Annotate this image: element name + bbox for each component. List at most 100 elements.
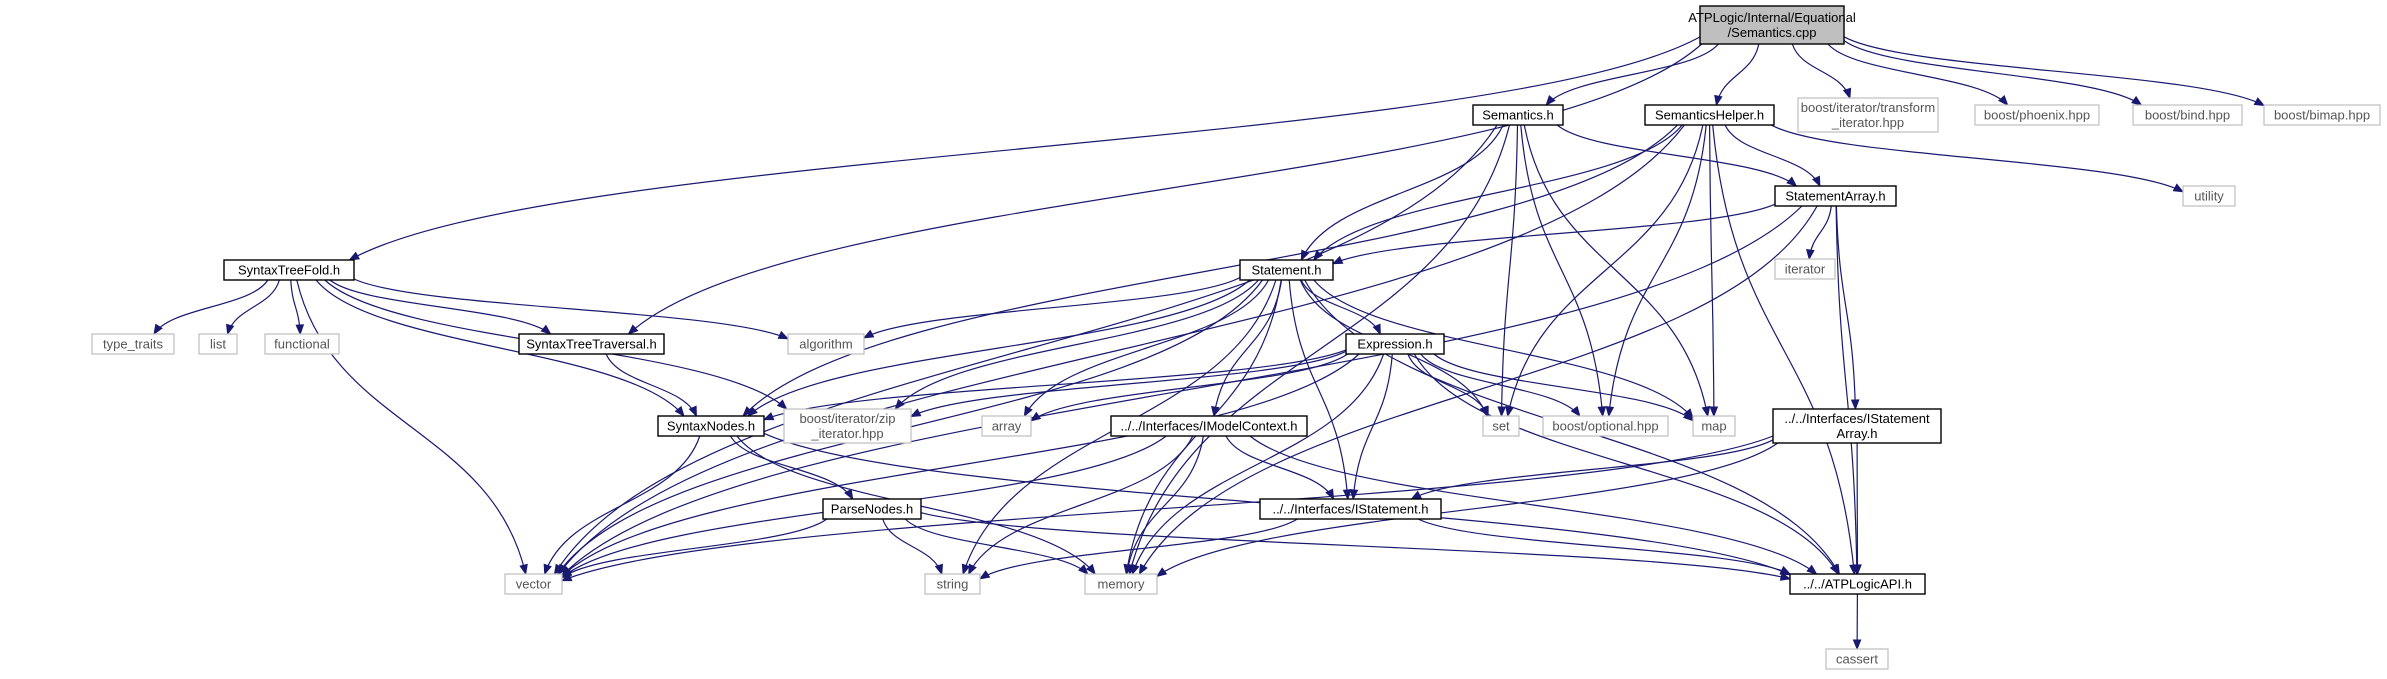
- edge-expression_h-to-syntaxnodes_h: [763, 349, 1347, 421]
- node-parsenodes_h[interactable]: ParseNodes.h: [822, 498, 922, 520]
- node-box-memory: [1084, 573, 1158, 595]
- edge-root-to-bind: [1843, 40, 2142, 106]
- node-atplogicapi_h[interactable]: ../../ATPLogicAPI.h: [1789, 573, 1926, 595]
- node-map: map: [1692, 415, 1736, 437]
- node-transform_it: boost/iterator/transform_iterator.hpp: [1797, 97, 1939, 133]
- arrowhead-expression_h-to-optional: [1570, 405, 1581, 418]
- arrowhead-statement_h-to-algorithm: [862, 329, 875, 339]
- node-box-parsenodes_h[interactable]: [822, 498, 922, 520]
- node-box-zip_it: [783, 408, 912, 444]
- node-label-string-line-0: string: [937, 577, 969, 592]
- edge-treefold_h-to-algorithm: [353, 278, 789, 340]
- edge-expression_h-to-zip_it: [910, 350, 1347, 418]
- arrowhead-statement_h-to-array: [1023, 405, 1033, 418]
- node-set: set: [1482, 415, 1520, 437]
- node-box-semhelper_h[interactable]: [1644, 104, 1775, 126]
- node-label-type_traits-line-0: type_traits: [103, 337, 163, 352]
- node-label-bind-line-0: boost/bind.hpp: [2145, 108, 2230, 123]
- node-box-expression_h[interactable]: [1345, 333, 1445, 355]
- node-box-imodelctx_h[interactable]: [1110, 415, 1308, 437]
- edge-stmtarray_h-to-atplogicapi_h: [1835, 205, 1858, 575]
- node-label-bimap-line-0: boost/bimap.hpp: [2274, 108, 2370, 123]
- edge-istmtarray_h-to-istatement_h: [1411, 439, 1774, 500]
- node-semhelper_h[interactable]: SemanticsHelper.h: [1644, 104, 1775, 126]
- node-box-statement_h[interactable]: [1239, 259, 1334, 281]
- node-box-istatement_h[interactable]: [1259, 498, 1442, 520]
- edge-statement_h-to-imodelctx_h: [1213, 279, 1283, 417]
- edge-semantics_h-to-stmtarray_h: [1556, 124, 1797, 187]
- node-label-istatement_h-line-0: ../../Interfaces/IStatement.h: [1272, 502, 1428, 517]
- edge-treefold_h-to-type_traits: [153, 279, 269, 335]
- node-box-semantics_h[interactable]: [1472, 104, 1564, 126]
- node-root[interactable]: ATPLogic/Internal/Equational/Semantics.c…: [1688, 5, 1856, 45]
- node-syntaxnodes_h[interactable]: SyntaxNodes.h: [657, 415, 765, 437]
- node-statement_h[interactable]: Statement.h: [1239, 259, 1334, 281]
- node-box-treefold_h[interactable]: [223, 259, 355, 281]
- node-label-syntaxnodes_h-line-0: SyntaxNodes.h: [667, 419, 755, 434]
- arrowhead-treefold_h-to-syntaxnodes_h: [674, 405, 685, 418]
- edge-statement_h-to-syntaxnodes_h: [747, 279, 1251, 417]
- arrowhead-imodelctx_h-to-string: [968, 563, 977, 576]
- node-label-phoenix-line-0: boost/phoenix.hpp: [1984, 108, 2090, 123]
- arrowhead-syntaxnodes_h-to-parsenodes_h: [844, 488, 854, 501]
- node-istatement_h[interactable]: ../../Interfaces/IStatement.h: [1259, 498, 1442, 520]
- arrowhead-root-to-phoenix: [1998, 95, 2009, 107]
- node-treefold_h[interactable]: SyntaxTreeFold.h: [223, 259, 355, 281]
- arrowhead-semantics_h-to-optional: [1597, 406, 1607, 418]
- arrowhead-syntaxnodes_h-to-memory: [1085, 563, 1096, 576]
- arrowhead-syntaxnodes_h-to-vector: [543, 563, 552, 576]
- node-label-treefold_h-line-0: SyntaxTreeFold.h: [238, 263, 340, 278]
- node-box-stmtarray_h[interactable]: [1774, 185, 1897, 207]
- node-box-atplogicapi_h[interactable]: [1789, 573, 1926, 595]
- edge-root-to-treefold_h: [349, 36, 1701, 261]
- node-label-atplogicapi_h-line-0: ../../ATPLogicAPI.h: [1803, 577, 1912, 592]
- arrowhead-root-to-semantics_h: [1545, 94, 1556, 107]
- edge-treefold_h-to-list: [227, 279, 280, 335]
- node-label-algorithm-line-0: algorithm: [799, 337, 852, 352]
- node-box-functional: [264, 333, 340, 355]
- arrowhead-stmtarray_h-to-memory: [1138, 563, 1148, 576]
- arrowhead-istatement_h-to-string: [978, 570, 991, 580]
- edge-statement_h-to-expression_h: [1300, 279, 1381, 335]
- edge-statement_h-to-map: [1313, 279, 1694, 419]
- edge-expression_h-to-array: [1030, 353, 1348, 422]
- edge-imodelctx_h-to-atplogicapi_h: [1249, 435, 1817, 575]
- node-string: string: [924, 573, 981, 595]
- arrowhead-semhelper_h-to-map: [1709, 406, 1719, 418]
- node-label-functional-line-0: functional: [274, 337, 330, 352]
- arrowhead-expression_h-to-map: [1682, 411, 1695, 422]
- edge-syntaxnodes_h-to-vector: [544, 435, 701, 575]
- node-semantics_h[interactable]: Semantics.h: [1472, 104, 1564, 126]
- node-memory: memory: [1084, 573, 1158, 595]
- edge-semantics_h-to-memory: [1128, 124, 1511, 575]
- arrowhead-traversal_h-to-syntaxnodes_h: [688, 405, 697, 418]
- node-box-syntaxnodes_h[interactable]: [657, 415, 765, 437]
- edge-statement_h-to-algorithm: [863, 276, 1241, 339]
- node-box-istmtarray_h[interactable]: [1772, 408, 1942, 444]
- node-type_traits: type_traits: [91, 333, 175, 355]
- arrowhead-expression_h-to-zip_it: [909, 408, 922, 418]
- node-list: list: [198, 333, 238, 355]
- node-traversal_h[interactable]: SyntaxTreeTraversal.h: [518, 333, 665, 355]
- node-box-bimap: [2263, 104, 2381, 126]
- node-vector: vector: [504, 573, 563, 595]
- node-label-transform_it-line-1: _iterator.hpp: [1831, 115, 1904, 130]
- edge-istatement_h-to-string: [979, 518, 1298, 580]
- arrowhead-semhelper_h-to-set: [1505, 405, 1514, 418]
- arrowhead-statement_h-to-zip_it: [894, 398, 905, 411]
- node-label-memory-line-0: memory: [1098, 577, 1145, 592]
- edge-semantics_h-to-vector: [553, 124, 1498, 575]
- edge-semantics_h-to-set: [1500, 124, 1519, 417]
- node-imodelctx_h[interactable]: ../../Interfaces/IModelContext.h: [1110, 415, 1308, 437]
- arrowhead-istmtarray_h-to-memory: [1155, 567, 1168, 578]
- node-label-imodelctx_h-line-0: ../../Interfaces/IModelContext.h: [1120, 419, 1297, 434]
- node-box-traversal_h[interactable]: [518, 333, 665, 355]
- arrowhead-root-to-bind: [2131, 95, 2143, 106]
- arrowhead-expression_h-to-atplogicapi_h: [1829, 563, 1839, 576]
- node-stmtarray_h[interactable]: StatementArray.h: [1774, 185, 1897, 207]
- node-box-root[interactable]: [1699, 5, 1845, 45]
- node-expression_h[interactable]: Expression.h: [1345, 333, 1445, 355]
- arrowhead-istmtarray_h-to-istatement_h: [1410, 490, 1422, 500]
